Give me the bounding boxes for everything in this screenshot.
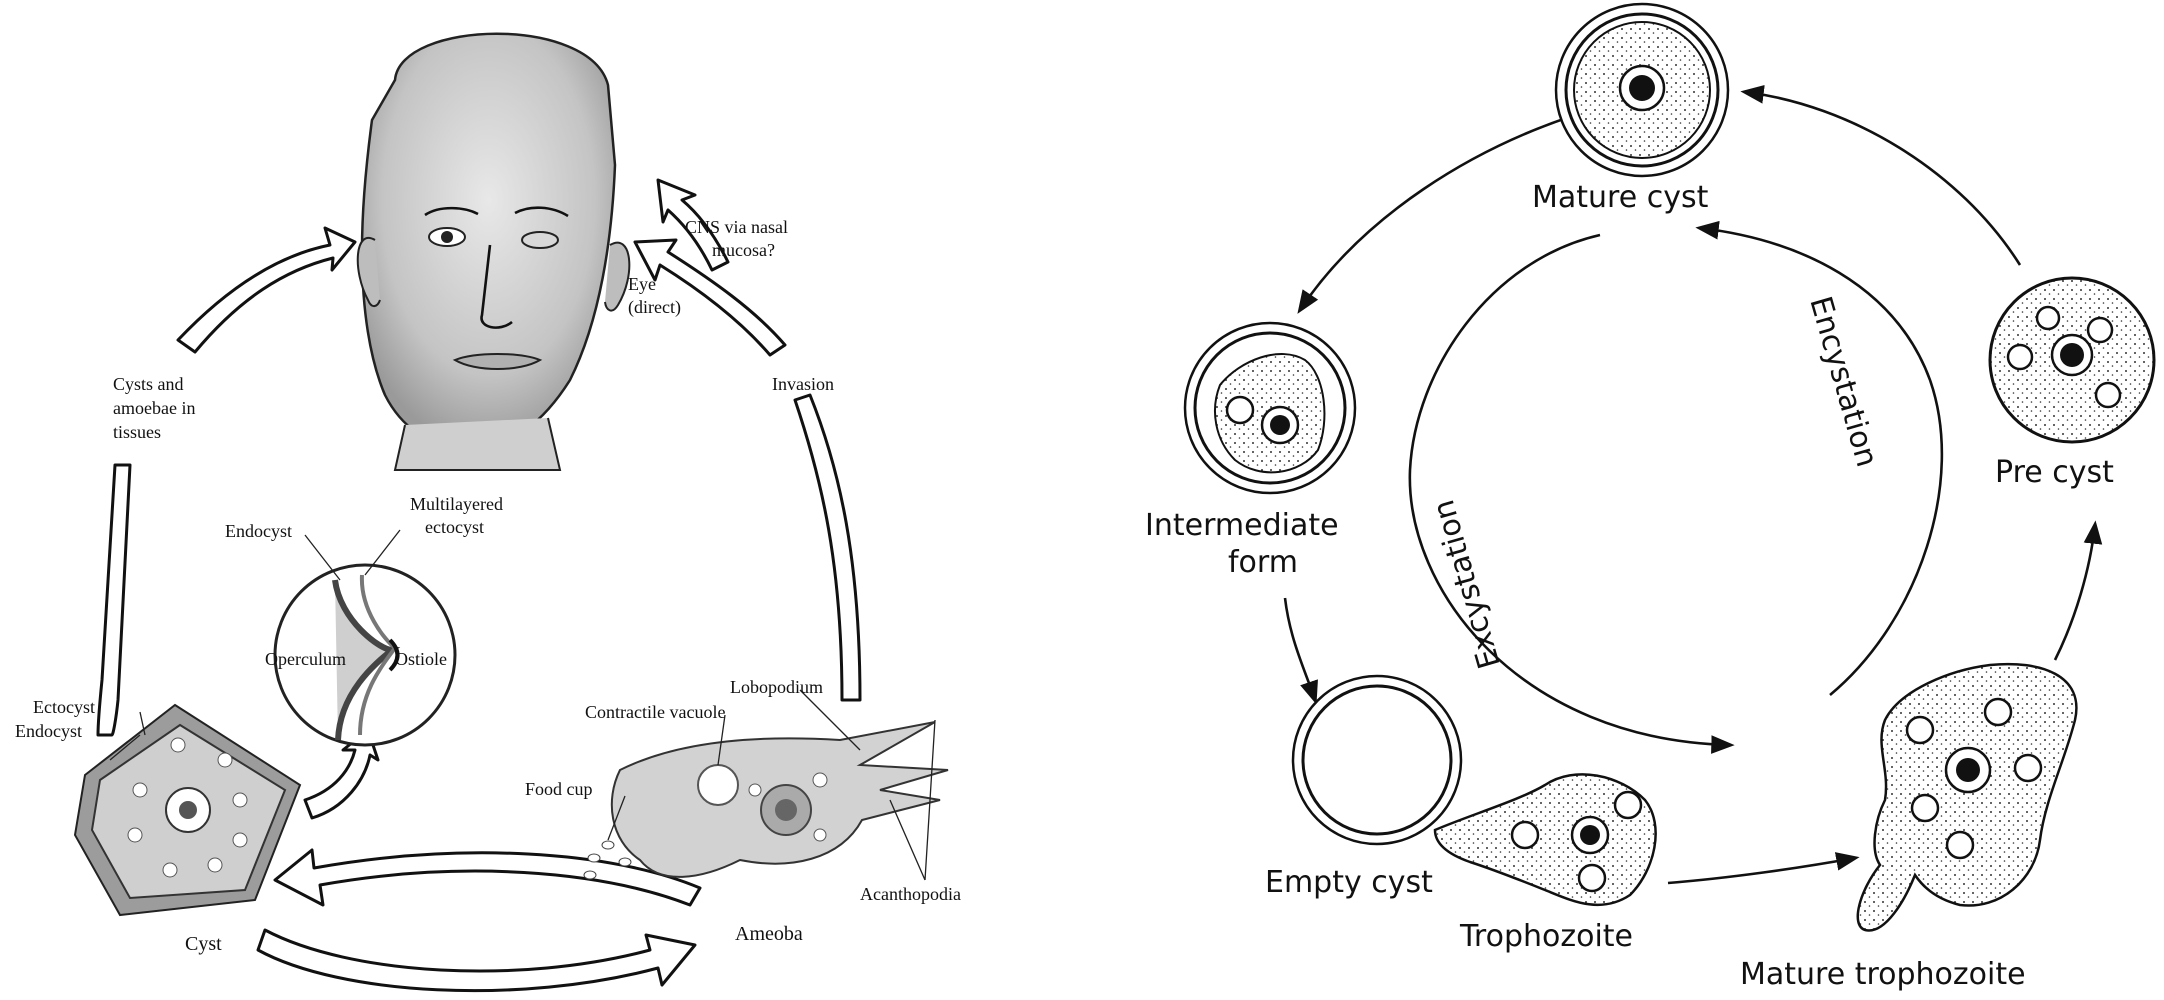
label-mature-trophozoite: Mature trophozoite [1740, 957, 2026, 992]
label-empty-cyst: Empty cyst [1265, 865, 1433, 900]
right-life-cycle-diagram: Mature cyst Intermediate form Pre cyst E… [1145, 4, 2154, 992]
arc-excystation [1410, 235, 1730, 745]
label-ectocyst: Ectocyst [33, 697, 95, 717]
label-mature-cyst: Mature cyst [1532, 180, 1709, 215]
arrow-intermediate-to-empty [1285, 598, 1315, 700]
trophozoite-illustration [1435, 774, 1656, 904]
label-cyst: Cyst [185, 933, 222, 955]
label-endocyst-left: Endocyst [15, 721, 82, 741]
label-trophozoite: Trophozoite [1459, 919, 1633, 954]
label-food-cup: Food cup [525, 779, 593, 799]
label-eye-2: (direct) [628, 297, 681, 318]
arrow-left-lower-segment [98, 465, 130, 735]
arrow-troph-to-mature-troph [1668, 858, 1855, 883]
mature-cyst-illustration [1556, 4, 1728, 176]
label-lobopodium: Lobopodium [730, 677, 823, 697]
label-cns-2: mucosa? [712, 240, 775, 260]
arrow-cysts-to-head [178, 228, 355, 352]
label-invasion: Invasion [772, 374, 834, 394]
label-cysts-2: amoebae in [113, 398, 195, 418]
label-eye: Eye [628, 274, 656, 294]
label-cysts-1: Cysts and [113, 374, 184, 394]
arrow-precyst-to-mature [1745, 92, 2020, 265]
pre-cyst-illustration [1990, 278, 2154, 442]
ameoba-illustration [584, 722, 948, 879]
label-multilayered-2: ectocyst [425, 517, 484, 537]
human-head-illustration [358, 34, 630, 470]
label-contractile-vacuole: Contractile vacuole [585, 702, 725, 722]
label-intermediate-2: form [1228, 545, 1298, 580]
mature-trophozoite-illustration [1858, 664, 2077, 930]
label-intermediate: Intermediate [1145, 508, 1339, 543]
arrow-cyst-to-ameoba [258, 930, 695, 991]
label-multilayered: Multilayered [410, 494, 503, 514]
label-encystation: Encystation [1802, 293, 1884, 471]
intermediate-form-illustration [1185, 323, 1355, 493]
label-ameoba: Ameoba [735, 923, 803, 945]
arrow-right-vertical [795, 395, 860, 700]
arrow-mature-troph-to-precyst [2055, 525, 2095, 660]
empty-cyst-illustration [1293, 676, 1461, 844]
label-acanthopodia: Acanthopodia [860, 884, 961, 904]
label-cysts-3: tissues [113, 422, 161, 442]
left-life-cycle-diagram: CNS via nasal mucosa? Eye (direct) Cysts… [15, 34, 961, 991]
label-pre-cyst: Pre cyst [1995, 455, 2114, 490]
label-cns: CNS via nasal [685, 217, 788, 237]
label-operculum: Operculum [265, 649, 346, 669]
label-endocyst-top: Endocyst [225, 521, 292, 541]
label-ostiole: Ostiole [395, 649, 447, 669]
